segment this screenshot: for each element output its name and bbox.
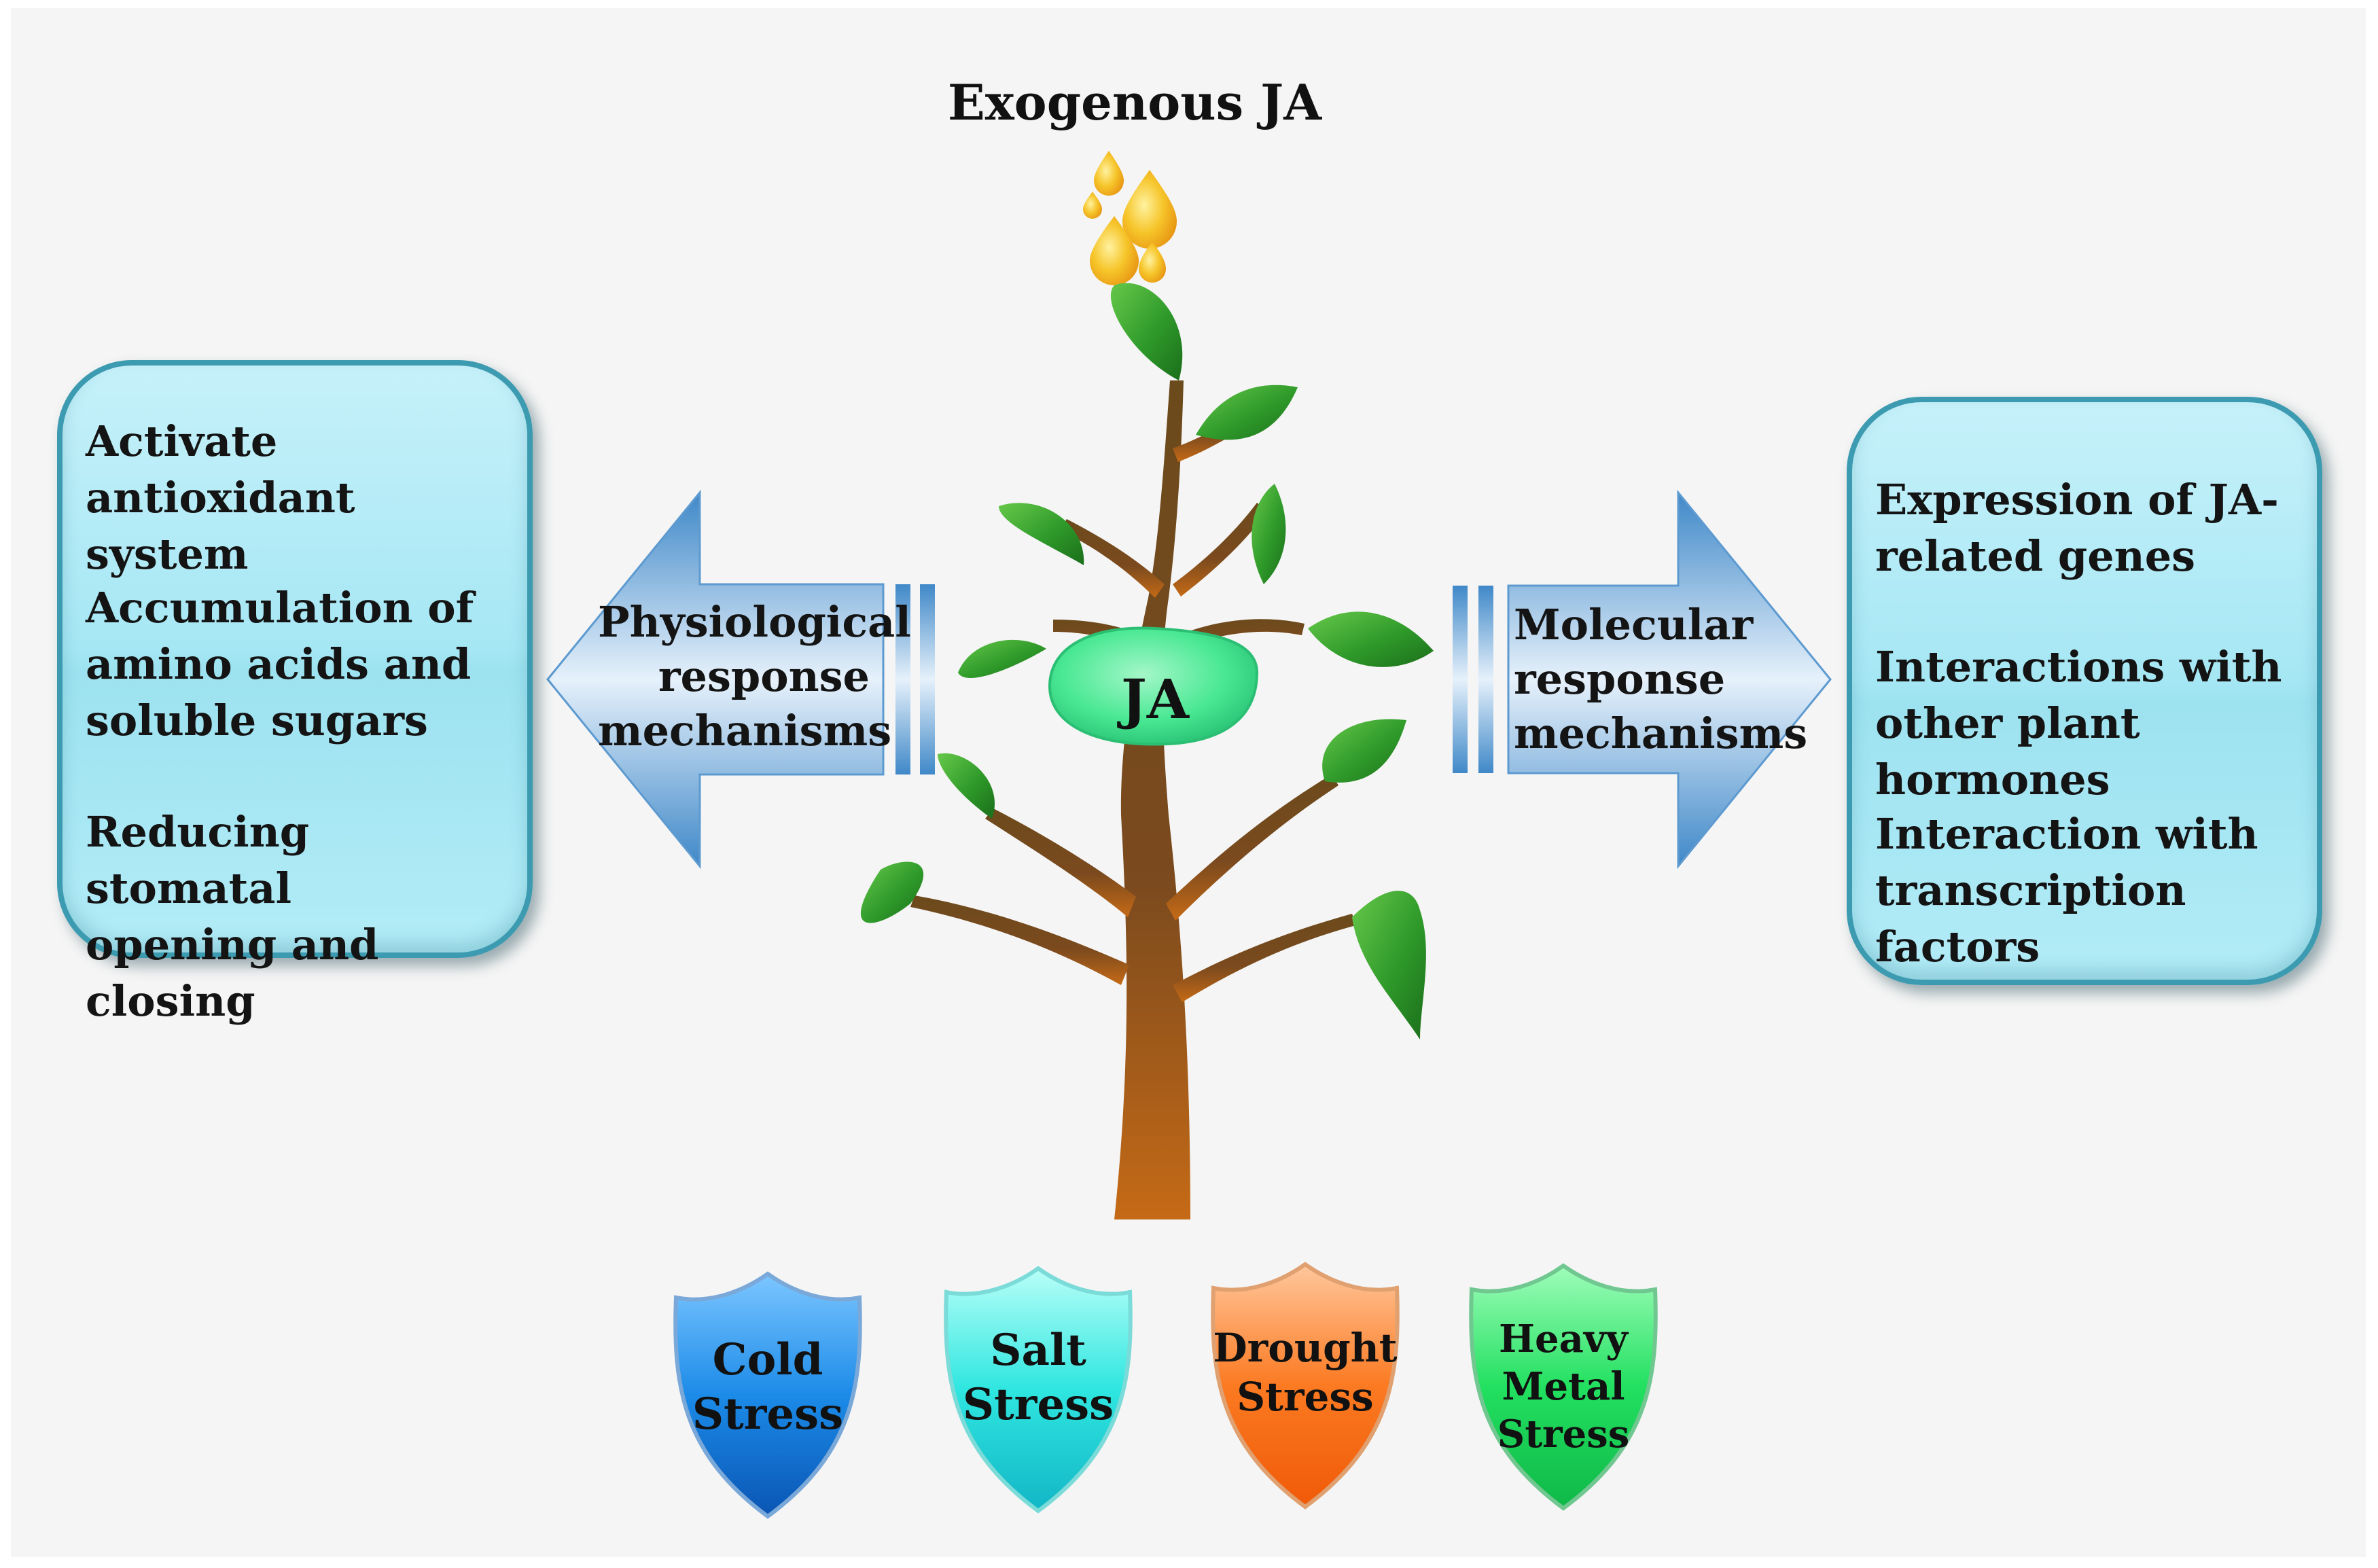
right-arrow	[1453, 489, 1832, 870]
left-box-item: Activate antioxidant system	[86, 416, 355, 579]
stress-shield-salt: Salt Stress	[940, 1265, 1137, 1516]
shield-icon	[673, 1271, 862, 1519]
physiological-box: Activate antioxidant system Accumulation…	[57, 360, 533, 1026]
molecular-box: Expression of JA- related genes Interact…	[1847, 397, 2322, 985]
left-box-item: Accumulation of amino acids and soluble …	[86, 583, 474, 745]
stress-shield-drought: Drought Stress	[1207, 1261, 1404, 1512]
ja-droplets-icon	[1083, 151, 1177, 285]
shield-icon	[1211, 1262, 1400, 1510]
stress-label: Drought Stress	[1213, 1325, 1398, 1420]
stress-label: Heavy Metal Stress	[1497, 1317, 1630, 1457]
stress-shield-cold: Cold Stress	[669, 1270, 866, 1522]
right-box-item: Interactions with other plant hormones	[1875, 642, 2282, 804]
right-box-item: Expression of JA- related genes	[1875, 475, 2279, 581]
shield-icon	[944, 1266, 1133, 1514]
left-arrow	[546, 489, 935, 870]
left-box-item: Reducing stomatal opening and closing	[86, 807, 379, 1026]
ja-oval	[1048, 626, 1259, 746]
shield-icon	[1469, 1263, 1658, 1511]
stress-shield-heavy-metal: Heavy Metal Stress	[1465, 1262, 1662, 1514]
stress-label: Salt Stress	[962, 1325, 1114, 1430]
right-box-item: Interaction with transcription factors	[1875, 809, 2258, 972]
ja-center-label: JA	[1121, 667, 1189, 731]
stress-label: Cold Stress	[692, 1334, 844, 1440]
left-arrow-label: Physiological response mechanisms	[598, 597, 911, 755]
tree-leaves	[860, 283, 1434, 1039]
diagram-title: Exogenous JA	[947, 73, 1322, 131]
right-arrow-label: Molecular response mechanisms	[1514, 600, 1808, 758]
